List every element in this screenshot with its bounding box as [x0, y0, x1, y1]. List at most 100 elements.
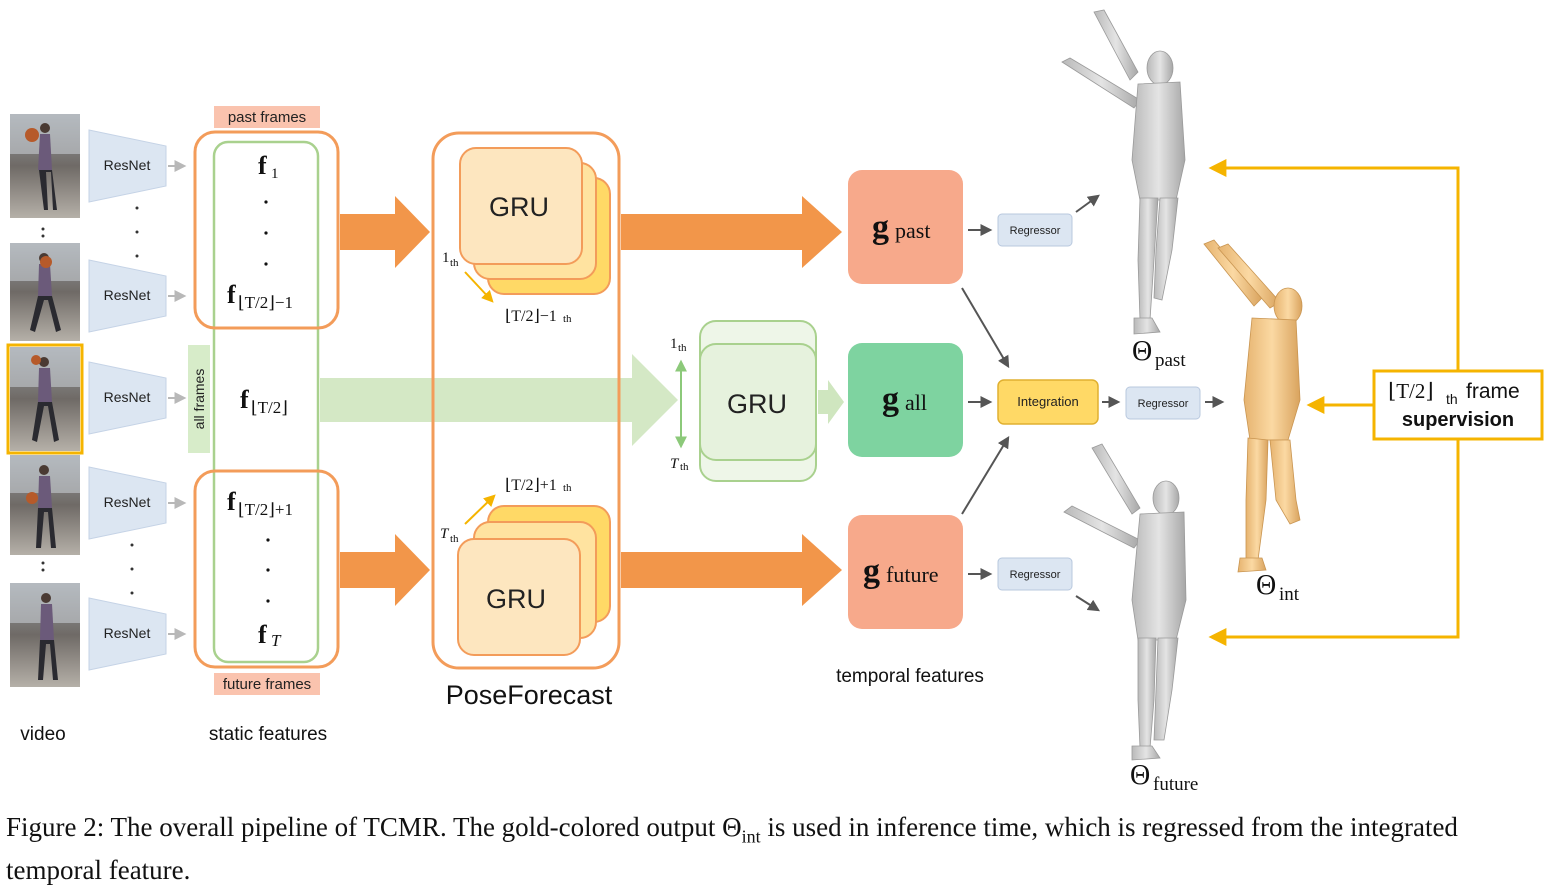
static-features-label: static features — [209, 724, 327, 745]
video-frames — [6, 114, 84, 687]
svg-text:Regressor: Regressor — [1010, 225, 1061, 237]
svg-text:Θ: Θ — [1256, 570, 1276, 601]
resnet-block: ResNet — [88, 129, 167, 203]
svg-text:th: th — [1446, 391, 1458, 407]
green-arrow-all — [320, 354, 678, 446]
gru-past-box — [459, 147, 583, 265]
feature-f-center: f — [240, 385, 249, 414]
resnet-block: ResNet — [88, 259, 167, 333]
resnet-label: ResNet — [104, 625, 151, 641]
resnet-output-arrows — [168, 160, 187, 640]
ellipsis-dots — [41, 227, 45, 572]
video-label: video — [20, 724, 65, 745]
svg-text:future: future — [886, 562, 939, 587]
gru-all-module: GRU 1 th T th — [670, 320, 844, 482]
resnet-block: ResNet — [88, 466, 167, 540]
svg-text:th: th — [563, 313, 572, 325]
svg-text:Θ: Θ — [1130, 760, 1150, 791]
caption-sub: int — [741, 826, 761, 847]
video-frame-thumbnail — [10, 583, 80, 687]
svg-text:th: th — [450, 533, 459, 545]
video-frame-thumbnail — [10, 455, 80, 555]
svg-text:th: th — [680, 461, 689, 473]
svg-text:th: th — [678, 342, 687, 354]
g-all-box — [848, 343, 963, 457]
orange-arrow-future — [340, 534, 430, 606]
resnet-label: ResNet — [104, 494, 151, 510]
feature-f-past-end: f — [227, 280, 236, 309]
all-frames-label: all frames — [191, 369, 207, 430]
supervision-panel: ⌊T/2⌋ th frame supervision — [1208, 159, 1544, 646]
resnet-block: ResNet — [88, 597, 167, 671]
regressor-integration: Regressor Regressor Integration Regresso… — [961, 194, 1225, 612]
gru-future-label: GRU — [486, 584, 546, 614]
ellipsis-dots — [130, 206, 139, 595]
past-frames-tag — [214, 106, 320, 128]
video-frame-thumbnail — [6, 343, 84, 455]
all-frames-box — [212, 140, 320, 664]
svg-text:⌊T/2⌋−1: ⌊T/2⌋−1 — [505, 308, 557, 325]
svg-text:g: g — [872, 209, 889, 246]
temporal-features: g past g all g future temporal features — [836, 170, 984, 687]
regressor-int — [1125, 386, 1201, 420]
forecast-to-temporal-arrows — [621, 196, 842, 606]
video-frame-thumbnail — [10, 243, 80, 341]
svg-text:Regressor: Regressor — [1138, 398, 1189, 410]
future-frames-label: future frames — [223, 676, 311, 693]
svg-text:future: future — [1153, 774, 1198, 795]
feature-f1: f — [258, 151, 267, 180]
poseforecast-module: GRU GRU 1 th ⌊T/2⌋−1 th T th ⌊T/2⌋+1 th … — [431, 131, 621, 710]
g-past-box — [848, 170, 963, 284]
temporal-features-label: temporal features — [836, 666, 984, 687]
svg-text:Integration: Integration — [1017, 394, 1078, 409]
supervision-box — [1372, 369, 1544, 441]
svg-text:supervision: supervision — [1402, 409, 1514, 431]
regressor-past — [997, 213, 1073, 247]
svg-text:th: th — [563, 482, 572, 494]
orange-arrow-past — [340, 196, 430, 268]
gru-future-box — [457, 538, 581, 656]
svg-text:Θ: Θ — [1132, 336, 1152, 367]
svg-text:all: all — [905, 390, 927, 415]
svg-text:g: g — [882, 381, 899, 418]
green-arrow-small — [818, 380, 844, 424]
svg-text:int: int — [1279, 584, 1300, 605]
future-frames-box — [193, 469, 340, 669]
video-frame-thumbnail — [10, 114, 80, 218]
resnet-label: ResNet — [104, 157, 151, 173]
integration-box — [997, 379, 1099, 425]
feature-f1-sub: 1 — [271, 166, 279, 182]
svg-text:g: g — [863, 553, 880, 590]
svg-text:⌊T/2⌋+1: ⌊T/2⌋+1 — [505, 477, 557, 494]
resnet-encoders: ResNet ResNet ResNet ResNet ResNet — [88, 129, 187, 671]
svg-text:th: th — [450, 257, 459, 269]
human-mesh-figure: Θ past Θ int Θ future — [1061, 9, 1303, 795]
static-to-forecast-arrows — [320, 196, 678, 606]
past-frames-box — [193, 130, 340, 330]
poseforecast-title: PoseForecast — [446, 680, 613, 710]
future-frames-tag — [214, 673, 320, 695]
gru-past-label: GRU — [489, 192, 549, 222]
svg-text:past: past — [1155, 350, 1186, 371]
resnet-block: ResNet — [88, 361, 167, 435]
svg-text:1: 1 — [670, 336, 678, 352]
feature-f-future-start: f — [227, 487, 236, 516]
svg-text:past: past — [895, 218, 930, 243]
svg-text:T: T — [440, 526, 450, 542]
feature-fT-sub: T — [271, 631, 282, 650]
resnet-label: ResNet — [104, 287, 151, 303]
feature-f-future-start-sub: ⌊T/2⌋+1 — [238, 500, 293, 519]
svg-text:Regressor: Regressor — [1010, 569, 1061, 581]
regressor-future — [997, 557, 1073, 591]
static-features: past frames future frames all frames f 1… — [188, 106, 340, 695]
feature-f-past-end-sub: ⌊T/2⌋−1 — [238, 293, 293, 312]
svg-text:frame: frame — [1466, 380, 1520, 403]
past-frames-label: past frames — [228, 109, 306, 126]
svg-text:1: 1 — [442, 250, 450, 266]
svg-text:⌊T/2⌋: ⌊T/2⌋ — [1388, 379, 1434, 403]
figure-caption: Figure 2: The overall pipeline of TCMR. … — [6, 810, 1556, 887]
all-frames-tag — [188, 345, 210, 453]
g-future-box — [848, 515, 963, 629]
feature-f-center-sub: ⌊T/2⌋ — [251, 398, 288, 417]
